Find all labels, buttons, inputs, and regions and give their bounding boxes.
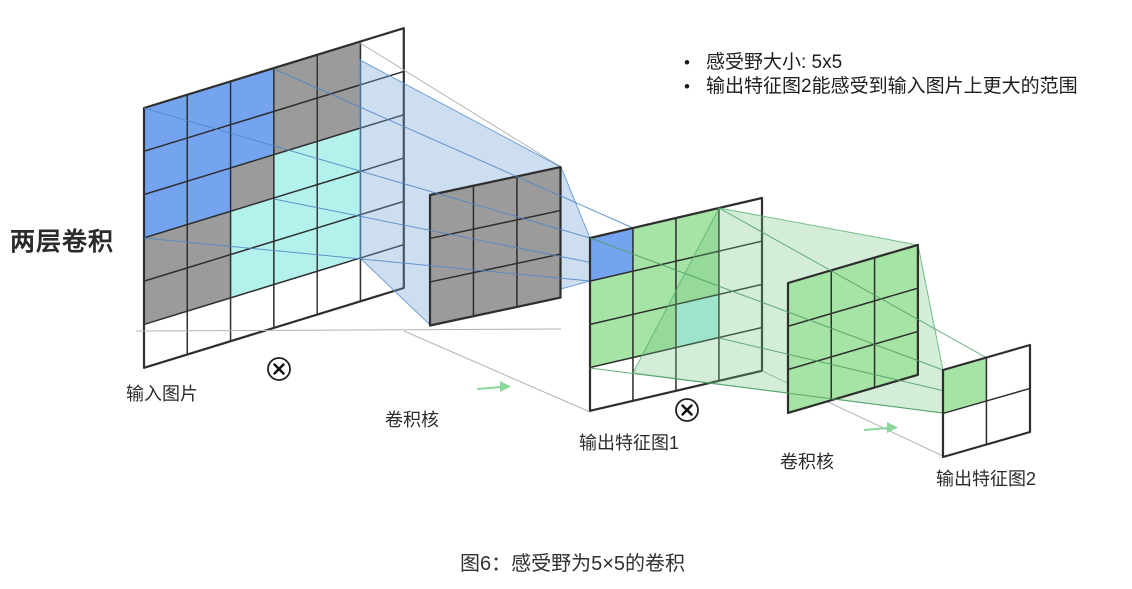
flow-arrow-1 bbox=[476, 381, 511, 392]
green-ray bbox=[589, 237, 944, 371]
bullet-item: • 输出特征图2能感受到输入图片上更大的范围 bbox=[684, 75, 1078, 99]
feature-map2-grid bbox=[941, 343, 1032, 459]
kernel1-label: 卷积核 bbox=[385, 410, 439, 430]
kernel2-grid bbox=[786, 243, 920, 414]
feature2-border bbox=[941, 343, 1032, 459]
circled-times-operator-2 bbox=[675, 398, 699, 422]
side-label: 两层卷积 bbox=[10, 228, 115, 256]
input-border bbox=[142, 27, 405, 369]
blue-cone-rays bbox=[143, 68, 634, 282]
bullet-text: 输出特征图2能感受到输入图片上更大的范围 bbox=[706, 76, 1078, 97]
times-glyph bbox=[681, 404, 693, 416]
input-image-label: 输入图片 bbox=[126, 384, 198, 404]
bullet-text: 感受野大小: 5x5 bbox=[706, 52, 843, 73]
arrowhead bbox=[887, 422, 898, 433]
bullet-dot: • bbox=[684, 53, 690, 72]
projection-lines-gray bbox=[135, 42, 591, 413]
blue-ray bbox=[273, 198, 634, 272]
circled-times-operator-1 bbox=[267, 357, 291, 381]
times-glyph bbox=[273, 363, 285, 375]
green-ray bbox=[589, 367, 944, 414]
arrowhead bbox=[500, 381, 511, 392]
blue-ray bbox=[143, 237, 591, 282]
projection-line bbox=[403, 330, 591, 413]
feature1-border bbox=[588, 196, 764, 412]
feature-map1-label: 输出特征图1 bbox=[579, 433, 680, 453]
feature-map1-grid bbox=[588, 196, 764, 412]
projection-line bbox=[135, 328, 562, 332]
blue-ray bbox=[143, 107, 591, 239]
bullet-dot: • bbox=[684, 77, 690, 96]
bullet-list: • 感受野大小: 5x5 • 输出特征图2能感受到输入图片上更大的范围 bbox=[684, 51, 1078, 99]
flow-arrow-2 bbox=[863, 422, 898, 433]
feature-map2-label: 输出特征图2 bbox=[936, 469, 1037, 489]
kernel2-label: 卷积核 bbox=[780, 452, 834, 472]
projection-line bbox=[359, 42, 562, 168]
kernel2-border bbox=[786, 243, 920, 414]
green-ray bbox=[718, 207, 988, 359]
kernel1-grid bbox=[428, 166, 562, 327]
bullet-item: • 感受野大小: 5x5 bbox=[684, 51, 1078, 75]
figure-caption: 图6：感受野为5×5的卷积 bbox=[460, 553, 686, 575]
blue-ray bbox=[273, 68, 634, 229]
